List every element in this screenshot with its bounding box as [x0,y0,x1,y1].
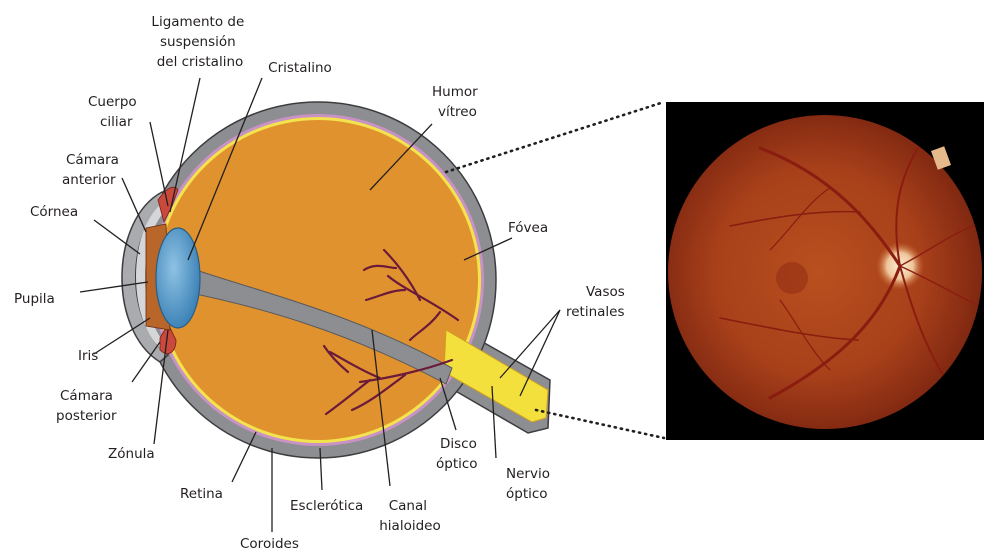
label-esclerotica: Esclerótica [290,498,363,514]
label-pupila: Pupila [14,291,55,307]
label-retina: Retina [180,486,223,502]
label-humor-vitreo: Humor vítreo [432,84,482,120]
label-fovea: Fóvea [508,220,548,236]
label-ligamento: Ligamento de suspensión del cristalino [151,14,248,70]
label-vasos-retinales: Vasos retinales [566,284,629,320]
label-canal-hialoideo: Canal hialoideo [379,498,440,534]
label-camara-anterior: Cámara anterior [62,152,123,188]
fundus-photo [666,102,984,440]
label-zonula: Zónula [108,446,155,462]
label-cornea: Córnea [30,204,78,220]
label-cuerpo-ciliar: Cuerpo ciliar [88,94,141,130]
label-camara-posterior: Cámara posterior [56,388,117,424]
macula [776,262,808,294]
label-nervio-optico: Nervio óptico [506,466,554,502]
connector-top [446,102,664,172]
connector-bottom [536,410,664,438]
label-coroides: Coroides [240,536,299,552]
label-iris: Iris [78,348,98,364]
eyeball [122,102,550,458]
label-disco-optico: Disco óptico [436,436,481,472]
lens [156,228,200,328]
label-cristalino: Cristalino [268,60,332,76]
